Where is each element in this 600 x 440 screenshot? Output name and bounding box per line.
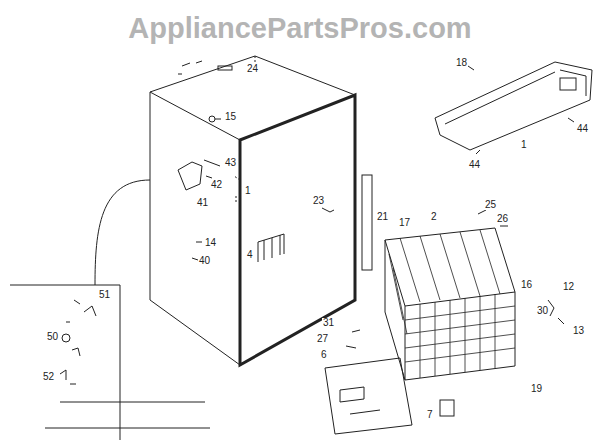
callout-number: 12 bbox=[562, 282, 575, 292]
callout-number: 52 bbox=[42, 372, 55, 382]
callout-number: 44 bbox=[576, 124, 589, 134]
callout-number: 17 bbox=[398, 218, 411, 228]
callout-number: 50 bbox=[46, 332, 59, 342]
callout-number: 40 bbox=[198, 256, 211, 266]
callout-number: 2 bbox=[430, 212, 438, 222]
callout-number: 30 bbox=[536, 306, 549, 316]
callout-number: 51 bbox=[98, 290, 111, 300]
callout-number: 44 bbox=[468, 160, 481, 170]
callout-number: 13 bbox=[572, 326, 585, 336]
callout-number: 14 bbox=[204, 238, 217, 248]
callout-number: 15 bbox=[224, 112, 237, 122]
callout-number: 23 bbox=[312, 196, 325, 206]
callout-number: 42 bbox=[210, 180, 223, 190]
callout-number: 21 bbox=[376, 212, 389, 222]
callout-number: 25 bbox=[484, 200, 497, 210]
callout-number: 18 bbox=[455, 58, 468, 68]
callout-number: 24 bbox=[246, 64, 259, 74]
callout-number: 43 bbox=[224, 158, 237, 168]
callout-number: 1 bbox=[244, 186, 252, 196]
callout-number: 16 bbox=[520, 280, 533, 290]
watermark: AppliancePartsPros.com bbox=[0, 14, 600, 43]
callout-number: 7 bbox=[426, 410, 434, 420]
callout-number: 4 bbox=[246, 250, 254, 260]
callout-number: 19 bbox=[530, 384, 543, 394]
callout-number: 31 bbox=[322, 318, 335, 328]
callout-number: 27 bbox=[316, 334, 329, 344]
callout-number: 6 bbox=[320, 350, 328, 360]
callout-number: 26 bbox=[496, 214, 509, 224]
callout-number: 41 bbox=[196, 198, 209, 208]
callout-number: 1 bbox=[520, 140, 528, 150]
